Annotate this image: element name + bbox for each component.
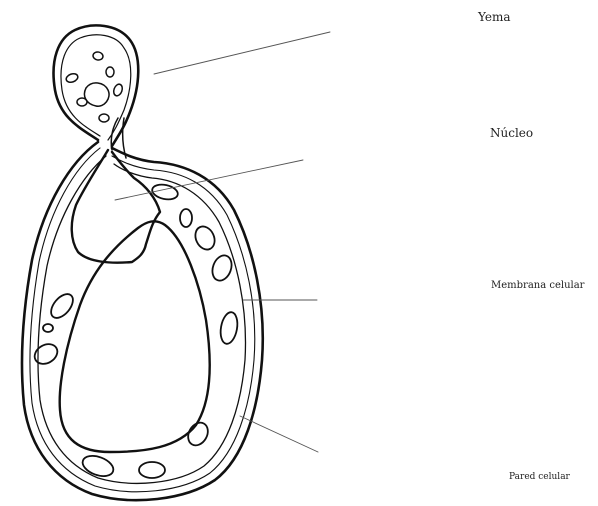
leader-line-nucleo xyxy=(115,160,303,200)
label-yema: Yema xyxy=(478,10,511,24)
nucleus xyxy=(72,150,160,263)
cell-outer-wall-inner-line xyxy=(30,148,255,492)
leader-line-yema xyxy=(154,32,330,74)
cell-membrane xyxy=(38,156,245,483)
leader-line-pared xyxy=(240,416,318,452)
label-pared-celular: Pared celular xyxy=(509,472,570,482)
label-nucleo: Núcleo xyxy=(490,126,533,140)
label-membrana-celular: Membrana celular xyxy=(491,280,584,291)
bud-organelles xyxy=(65,51,124,122)
bud-inner-membrane xyxy=(61,35,131,140)
bud-outer-wall xyxy=(54,25,139,146)
